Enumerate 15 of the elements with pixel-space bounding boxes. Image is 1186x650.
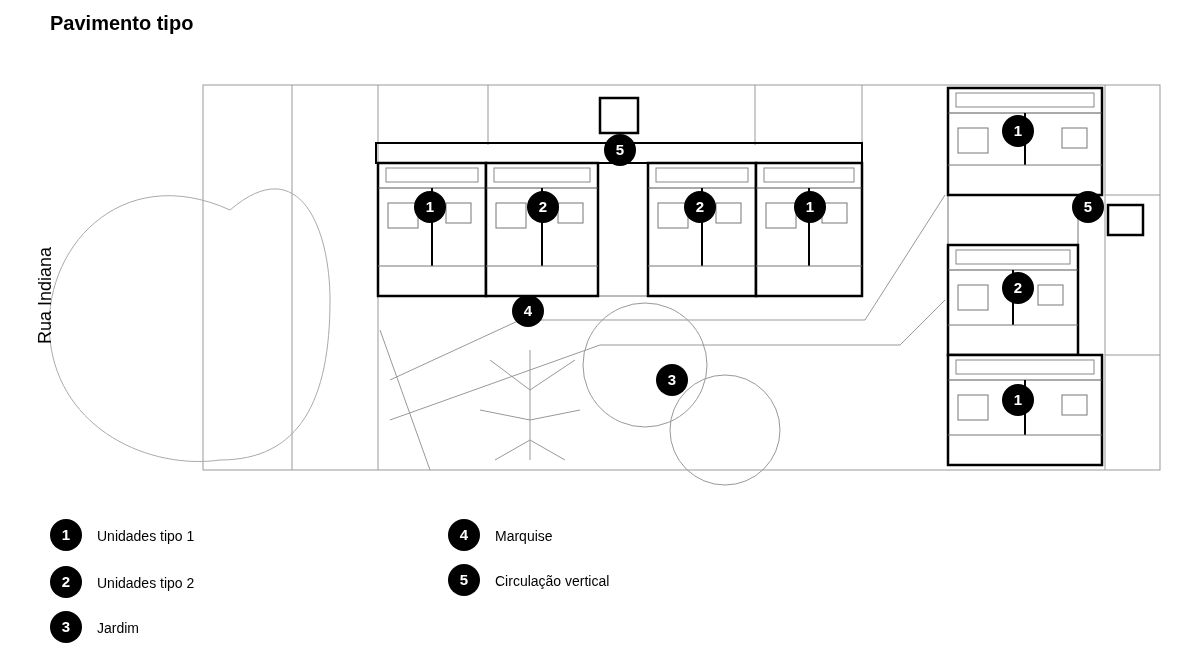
- callout-number: 1: [50, 519, 82, 551]
- callout-number: 4: [512, 295, 544, 327]
- title: Pavimento tipo: [50, 11, 194, 36]
- callout-number: 2: [50, 566, 82, 598]
- callout-number: 5: [448, 564, 480, 596]
- legend-text: Circulação vertical: [495, 572, 610, 591]
- callout-number: 5: [604, 134, 636, 166]
- legend-text: Unidades tipo 2: [97, 574, 195, 593]
- legend-text: Marquise: [495, 527, 553, 546]
- legend-text: Unidades tipo 1: [97, 527, 195, 546]
- legend-text: Jardim: [97, 619, 139, 638]
- callout-number: 3: [656, 364, 688, 396]
- callout-number: 4: [448, 519, 480, 551]
- callout-number: 3: [50, 611, 82, 643]
- street-name: Rua Indiana: [33, 245, 56, 346]
